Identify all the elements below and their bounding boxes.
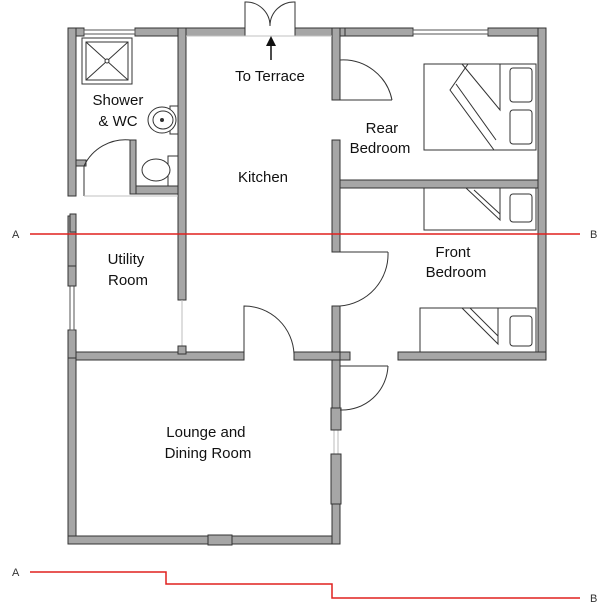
wall-segment (177, 27, 187, 301)
wall-segment (67, 535, 209, 545)
window-icon[interactable] (83, 29, 136, 35)
room-label-front-bedroom: Front Bedroom (426, 244, 487, 281)
wall-segment (293, 351, 341, 361)
up-arrow-icon (266, 36, 276, 60)
walls (67, 27, 547, 545)
door-swing-icon[interactable] (339, 59, 393, 101)
doors (83, 1, 393, 411)
wall-segment (67, 357, 77, 545)
section-label-b: B (590, 593, 597, 605)
room-label-lounge: Lounge and Dining Room (165, 424, 252, 462)
wall-segment (67, 27, 77, 197)
wall-segment (339, 179, 539, 189)
window-sill (330, 407, 342, 431)
window-sill (330, 453, 342, 505)
bed-icon (423, 187, 537, 231)
wall-segment (129, 139, 137, 195)
wall-segment (177, 345, 187, 355)
section-label-a: A (12, 229, 20, 241)
shower-tray-icon (81, 37, 133, 85)
room-label-shower: Shower & WC (92, 92, 147, 130)
window-sill (67, 265, 77, 287)
wall-segment (231, 535, 341, 545)
door-swing-icon[interactable] (339, 251, 389, 307)
window-icon[interactable] (69, 279, 75, 331)
door-swing-icon[interactable] (83, 139, 131, 196)
wall-segment (487, 27, 547, 37)
bed-icon (423, 63, 537, 151)
wall-segment (344, 27, 414, 37)
wall-segment (397, 351, 547, 361)
room-label-kitchen: Kitchen (238, 169, 288, 186)
window-sill (207, 534, 233, 546)
section-label-a: A (12, 567, 20, 579)
wall-segment (75, 351, 245, 361)
room-label-rear-bedroom: Rear Bedroom (350, 120, 411, 157)
wall-segment (133, 185, 179, 195)
bed-icon (419, 307, 537, 353)
window-icon[interactable] (412, 29, 489, 35)
wall-segment (331, 359, 341, 411)
section-line: A B A B (12, 229, 597, 605)
door-swing-icon[interactable] (269, 1, 296, 28)
wall-segment (339, 351, 351, 361)
room-label-utility: Utility Room (108, 251, 149, 289)
wall-segment (537, 27, 547, 361)
room-label-terrace: To Terrace (235, 68, 305, 85)
section-label-b: B (590, 229, 597, 241)
wall-segment (331, 503, 341, 545)
door-swing-icon[interactable] (339, 365, 389, 411)
wall-segment (331, 27, 341, 101)
wall-segment (331, 139, 341, 253)
window-sill (69, 213, 77, 233)
door-swing-icon[interactable] (243, 305, 295, 355)
section-line-stepped (30, 571, 580, 599)
toilet-icon (141, 155, 179, 187)
door-swing-icon[interactable] (244, 1, 271, 28)
washbasin-icon (147, 105, 179, 135)
wall-segment (134, 27, 246, 37)
